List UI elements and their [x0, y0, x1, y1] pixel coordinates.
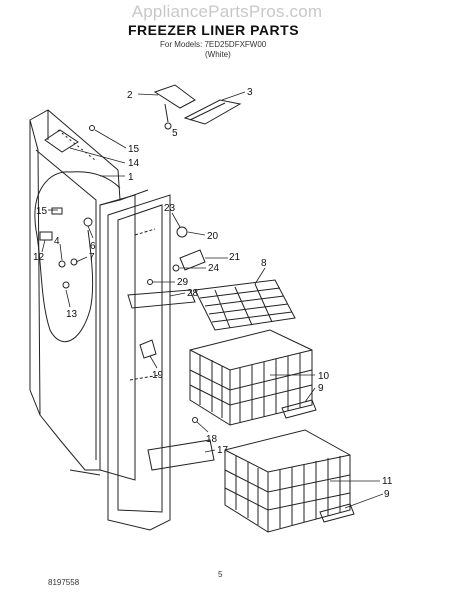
liner-back-panel — [107, 194, 171, 531]
callout-6: 6 — [90, 241, 96, 252]
diagram-title: FREEZER LINER PARTS — [128, 22, 300, 38]
callout-9-lower: 9 — [384, 489, 390, 500]
callout-17: 17 — [217, 445, 229, 456]
upper-basket — [189, 329, 313, 426]
liner-bracket — [44, 125, 95, 153]
callout-12: 12 — [33, 252, 45, 263]
callout-1: 1 — [128, 172, 134, 183]
lower-basket — [224, 429, 351, 533]
callout-3: 3 — [247, 87, 253, 98]
callout-15-top: 15 — [128, 144, 140, 155]
callout-29: 29 — [177, 277, 189, 288]
callout-labels: 2 3 5 15 14 1 15 6 4 7 12 13 23 20 21 24… — [33, 87, 393, 500]
callout-28: 28 — [187, 288, 199, 299]
watermark: AppliancePartsPros.com — [131, 2, 323, 21]
callout-19: 19 — [152, 370, 164, 381]
callout-7: 7 — [89, 252, 95, 263]
callout-23: 23 — [164, 203, 176, 214]
page-number: 5 — [218, 570, 223, 579]
callout-8: 8 — [261, 258, 267, 269]
callout-13: 13 — [66, 309, 78, 320]
drain-tube — [34, 171, 94, 342]
shelf-support — [127, 289, 196, 309]
callout-9-upper: 9 — [318, 383, 324, 394]
screw — [192, 417, 198, 423]
basket-trim-lower — [319, 503, 355, 523]
callout-11: 11 — [382, 476, 393, 487]
thermostat-parts — [39, 207, 93, 289]
basket-rail — [147, 439, 215, 471]
callout-18: 18 — [206, 434, 218, 445]
damper-parts — [172, 226, 206, 272]
document-number: 8197558 — [48, 578, 80, 587]
variant-label: (White) — [205, 50, 231, 59]
callout-24: 24 — [208, 263, 220, 274]
callout-15-left: 15 — [36, 206, 48, 217]
top-bracket-assembly — [153, 84, 242, 130]
basket-trim-upper — [281, 399, 317, 419]
callout-21: 21 — [229, 252, 241, 263]
wire-shelf — [194, 279, 296, 331]
callout-20: 20 — [207, 231, 219, 242]
callout-4: 4 — [54, 236, 60, 247]
callout-5: 5 — [172, 128, 178, 139]
callout-14: 14 — [128, 158, 140, 169]
leader-lines — [41, 91, 384, 509]
callout-10: 10 — [318, 371, 330, 382]
callout-2: 2 — [127, 90, 133, 101]
model-line: For Models: 7ED25DFXFW00 — [160, 40, 267, 49]
basket-support — [139, 339, 157, 359]
